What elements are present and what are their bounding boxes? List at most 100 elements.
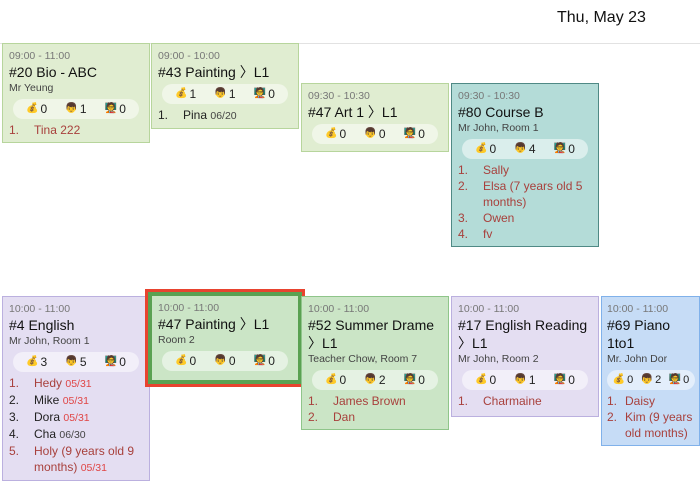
student-date: 06/30 xyxy=(59,429,86,441)
money-bag-icon: 💰 xyxy=(26,356,39,367)
class-time: 09:30 - 10:30 xyxy=(458,90,520,102)
student-item[interactable]: 4.fv xyxy=(458,227,493,241)
stat-money-bag-icon: 💰0 xyxy=(175,354,197,368)
student-item[interactable]: 1.Daisy xyxy=(607,394,656,408)
student-item[interactable]: 2.Kim (9 years old months) xyxy=(607,410,693,440)
student-item[interactable]: 1.Sally xyxy=(458,163,510,177)
student-name: Dan xyxy=(333,410,356,424)
class-teacher-room: Mr John, Room 2 xyxy=(458,353,539,365)
class-stats: 💰0👦1🧑‍🏫0 xyxy=(13,99,139,119)
stat-money-bag-icon: 💰3 xyxy=(26,355,48,369)
student-name: Pina xyxy=(183,108,208,122)
student-name: Sally xyxy=(483,163,510,177)
student-item[interactable]: 4.Cha 06/30 xyxy=(9,427,86,441)
child-face-icon: 👦 xyxy=(65,356,78,367)
student-name: Daisy xyxy=(625,394,656,408)
student-item[interactable]: 2.Dan xyxy=(308,410,356,424)
stat-child-face-icon: 👦4 xyxy=(514,142,536,156)
class-card-c4[interactable]: 10:00 - 11:00 #4 English Mr John, Room 1 💰… xyxy=(2,296,150,481)
child-face-icon: 👦 xyxy=(364,374,377,385)
student-name: Owen xyxy=(483,211,515,225)
teacher-icon: 🧑‍🏫 xyxy=(104,103,118,114)
student-list: 1.Tina 222 xyxy=(9,122,143,138)
class-stats: 💰0👦0🧑‍🏫0 xyxy=(162,351,288,371)
child-face-icon: 👦 xyxy=(214,88,227,99)
class-card-c47a[interactable]: 09:30 - 10:30 #47 Art 1 〉L1💰0👦0🧑‍🏫0 xyxy=(301,83,449,152)
student-date: 05/31 xyxy=(65,378,92,390)
class-time: 10:00 - 11:00 xyxy=(9,303,71,315)
class-stats: 💰3👦5🧑‍🏫0 xyxy=(13,352,139,372)
student-item[interactable]: 1.Tina 222 xyxy=(9,123,81,137)
class-title: #20 Bio - ABC xyxy=(9,64,97,80)
student-name: Elsa (7 years old 5 months) xyxy=(483,179,583,209)
student-item[interactable]: 1.Hedy 05/31 xyxy=(9,376,92,390)
teacher-icon: 🧑‍🏫 xyxy=(668,374,682,385)
class-card-c43[interactable]: 09:00 - 10:00 #43 Painting 〉L1 💰1👦1🧑‍🏫0 1.… xyxy=(151,43,299,129)
student-name: fv xyxy=(483,227,493,241)
money-bag-icon: 💰 xyxy=(475,374,488,385)
student-list: 1.James Brown 2.Dan xyxy=(308,393,442,425)
student-name: James Brown xyxy=(333,394,406,408)
student-list: 1.Daisy 2.Kim (9 years old months) xyxy=(607,393,695,441)
class-stats: 💰1👦1🧑‍🏫0 xyxy=(162,84,288,104)
stat-teacher-icon: 🧑‍🏫0 xyxy=(104,102,126,116)
class-title: #43 Painting 〉L1 xyxy=(158,64,270,80)
money-bag-icon: 💰 xyxy=(175,355,188,366)
stat-teacher-icon: 🧑‍🏫0 xyxy=(553,142,575,156)
class-time: 09:00 - 11:00 xyxy=(9,50,71,62)
student-item[interactable]: 2.Mike 05/31 xyxy=(9,393,89,407)
money-bag-icon: 💰 xyxy=(175,88,188,99)
stat-child-face-icon: 👦1 xyxy=(65,102,87,116)
stat-teacher-icon: 🧑‍🏫0 xyxy=(669,371,690,389)
student-item[interactable]: 3.Owen xyxy=(458,211,515,225)
student-list: 1.Pina 06/20 xyxy=(158,107,292,124)
class-stats: 💰0👦0🧑‍🏫0 xyxy=(312,124,438,144)
student-name: Hedy xyxy=(34,376,63,390)
class-time: 10:00 - 11:00 xyxy=(458,303,520,315)
student-item[interactable]: 2.Elsa (7 years old 5 months) xyxy=(458,179,583,209)
stat-money-bag-icon: 💰0 xyxy=(613,371,634,389)
student-date: 05/31 xyxy=(63,412,90,424)
teacher-icon: 🧑‍🏫 xyxy=(104,356,118,367)
stat-money-bag-icon: 💰0 xyxy=(475,373,497,387)
stat-teacher-icon: 🧑‍🏫0 xyxy=(403,373,425,387)
student-date: 05/31 xyxy=(80,462,107,474)
stat-teacher-icon: 🧑‍🏫0 xyxy=(553,373,575,387)
child-face-icon: 👦 xyxy=(514,374,527,385)
stat-teacher-icon: 🧑‍🏫0 xyxy=(403,127,425,141)
class-title: #4 English xyxy=(9,317,75,333)
teacher-icon: 🧑‍🏫 xyxy=(403,374,417,385)
child-face-icon: 👦 xyxy=(640,374,654,385)
class-title: #80 Course B xyxy=(458,104,544,120)
student-item[interactable]: 1.Pina 06/20 xyxy=(158,108,237,122)
stat-child-face-icon: 👦1 xyxy=(514,373,536,387)
student-item[interactable]: 1.James Brown xyxy=(308,394,406,408)
class-time: 10:00 - 11:00 xyxy=(158,302,220,314)
student-item[interactable]: 1.Charmaine xyxy=(458,394,542,408)
class-teacher-room: Mr John, Room 1 xyxy=(9,335,90,347)
student-item[interactable]: 3.Dora 05/31 xyxy=(9,410,90,424)
class-time: 10:00 - 11:00 xyxy=(607,303,669,315)
student-item[interactable]: 5.Holy (9 years old 9 months) 05/31 xyxy=(9,444,135,474)
stat-child-face-icon: 👦2 xyxy=(364,373,386,387)
class-time: 09:00 - 10:00 xyxy=(158,50,220,62)
student-name: Charmaine xyxy=(483,394,542,408)
class-stats: 💰0 👦2 🧑‍🏫0 xyxy=(312,370,438,390)
class-time: 09:30 - 10:30 xyxy=(308,90,370,102)
student-name: Holy (9 years old 9 months) xyxy=(34,444,135,474)
student-name: Kim (9 years old months) xyxy=(625,410,693,440)
class-title: #47 Painting 〉L1 xyxy=(158,316,270,332)
student-date: 06/20 xyxy=(210,110,237,122)
student-name: Mike xyxy=(34,393,60,407)
student-date: 05/31 xyxy=(62,395,89,407)
stat-child-face-icon: 👦2 xyxy=(641,371,662,389)
stat-money-bag-icon: 💰0 xyxy=(325,373,347,387)
stat-child-face-icon: 👦1 xyxy=(214,87,236,101)
class-title: #69 Piano 1to1 xyxy=(607,317,671,351)
